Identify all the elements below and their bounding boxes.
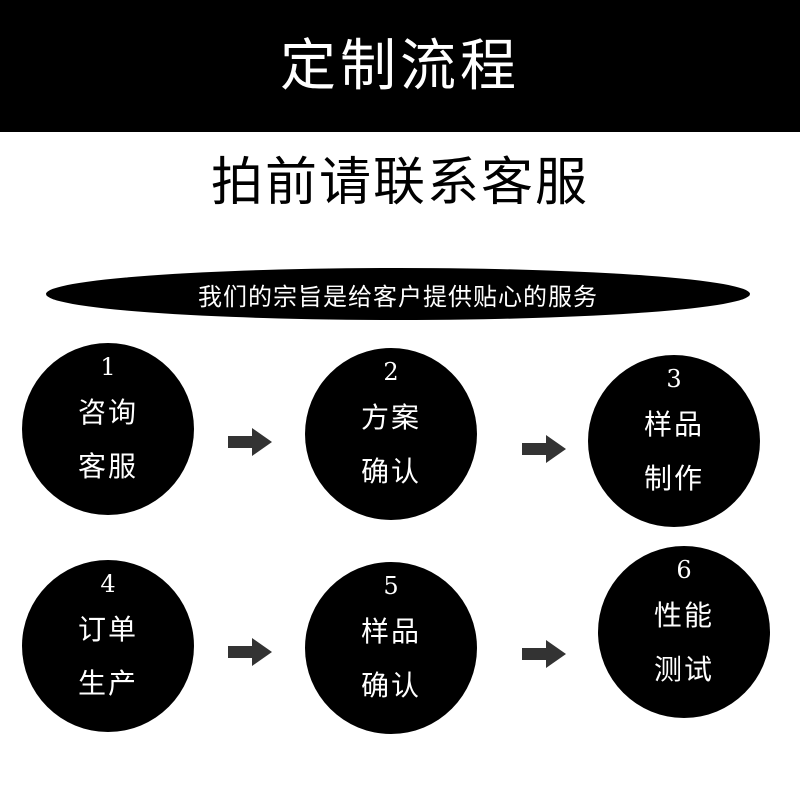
step-label-line1: 性能 bbox=[653, 599, 714, 632]
arrow-right-icon bbox=[522, 435, 566, 463]
step-number: 2 bbox=[383, 358, 399, 386]
step-2-circle: 2 方案 确认 bbox=[305, 348, 477, 520]
step-5-circle: 5 样品 确认 bbox=[305, 562, 477, 734]
arrow-right-icon bbox=[522, 640, 566, 668]
step-label-line2: 生产 bbox=[77, 667, 138, 700]
contact-notice: 拍前请联系客服 bbox=[210, 153, 589, 213]
step-label-line2: 客服 bbox=[77, 450, 138, 483]
step-label-line2: 确认 bbox=[360, 669, 421, 702]
arrow-right-icon bbox=[228, 638, 272, 666]
step-label-line1: 订单 bbox=[77, 613, 138, 646]
arrow-right-icon bbox=[228, 428, 272, 456]
step-3-circle: 3 样品 制作 bbox=[588, 355, 760, 527]
step-6-circle: 6 性能 测试 bbox=[598, 546, 770, 718]
step-number: 4 bbox=[100, 570, 116, 598]
step-number: 5 bbox=[383, 572, 399, 600]
slogan-text: 我们的宗旨是给客户提供贴心的服务 bbox=[198, 282, 598, 311]
slogan-banner: 我们的宗旨是给客户提供贴心的服务 bbox=[46, 268, 750, 320]
step-number: 1 bbox=[100, 353, 116, 381]
step-1-circle: 1 咨询 客服 bbox=[22, 343, 194, 515]
header-band: 定制流程 bbox=[0, 0, 800, 132]
page-title: 定制流程 bbox=[280, 33, 520, 99]
step-number: 6 bbox=[676, 556, 692, 584]
step-label-line1: 样品 bbox=[643, 408, 704, 441]
step-label-line2: 制作 bbox=[643, 462, 704, 495]
step-label-line2: 测试 bbox=[653, 653, 714, 686]
step-label-line1: 方案 bbox=[360, 401, 421, 434]
step-label-line1: 咨询 bbox=[77, 396, 138, 429]
step-4-circle: 4 订单 生产 bbox=[22, 560, 194, 732]
step-label-line2: 确认 bbox=[360, 455, 421, 488]
step-label-line1: 样品 bbox=[360, 615, 421, 648]
step-number: 3 bbox=[666, 365, 682, 393]
